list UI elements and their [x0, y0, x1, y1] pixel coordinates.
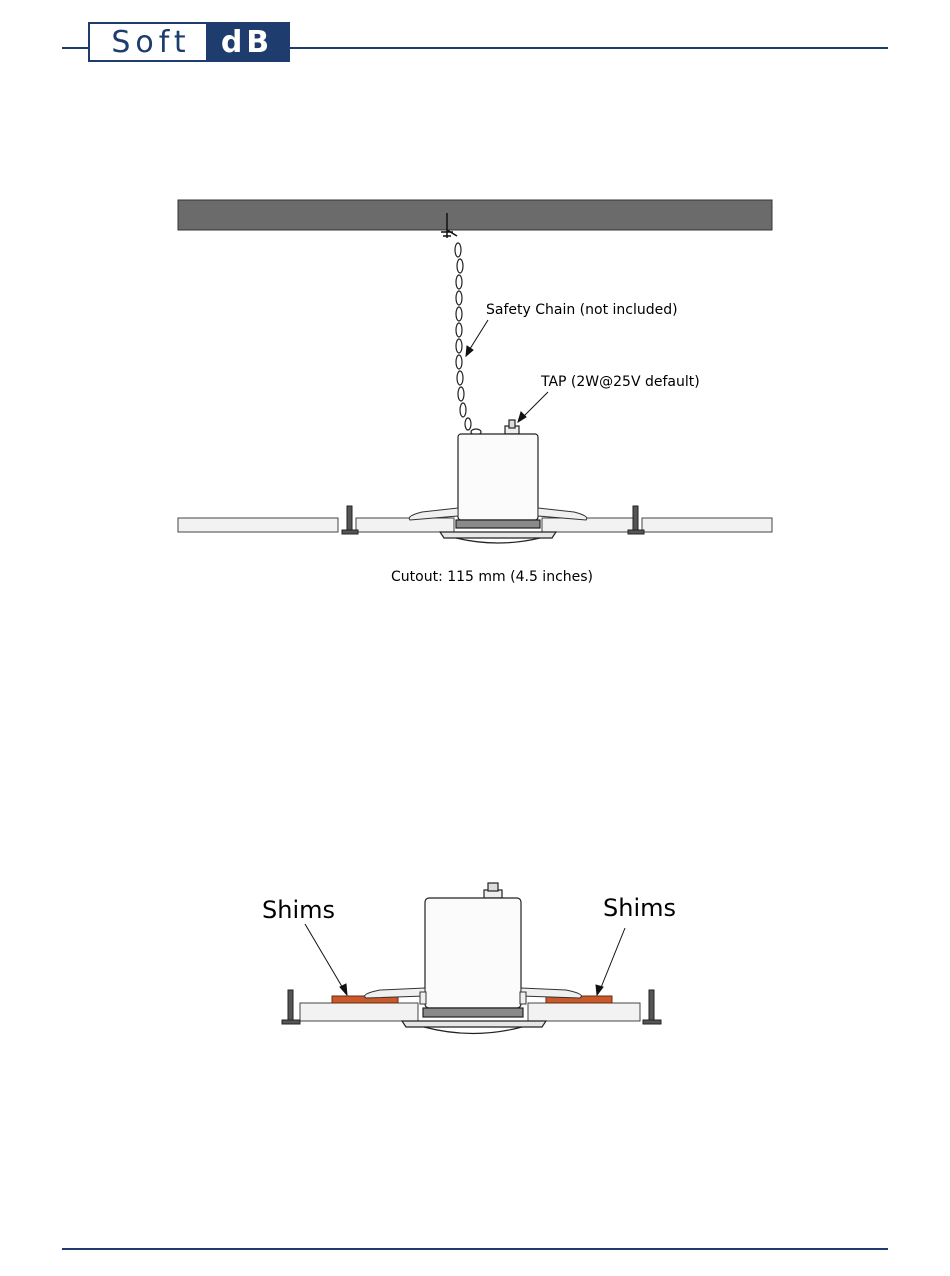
footer-rule: [62, 1248, 888, 1250]
shims-left-leader: [305, 924, 344, 990]
shims-label-right: Shims: [603, 894, 676, 922]
shims-right-leader: [600, 928, 625, 990]
speaker-can-2: [402, 883, 546, 1034]
shims-label-left: Shims: [262, 896, 335, 924]
